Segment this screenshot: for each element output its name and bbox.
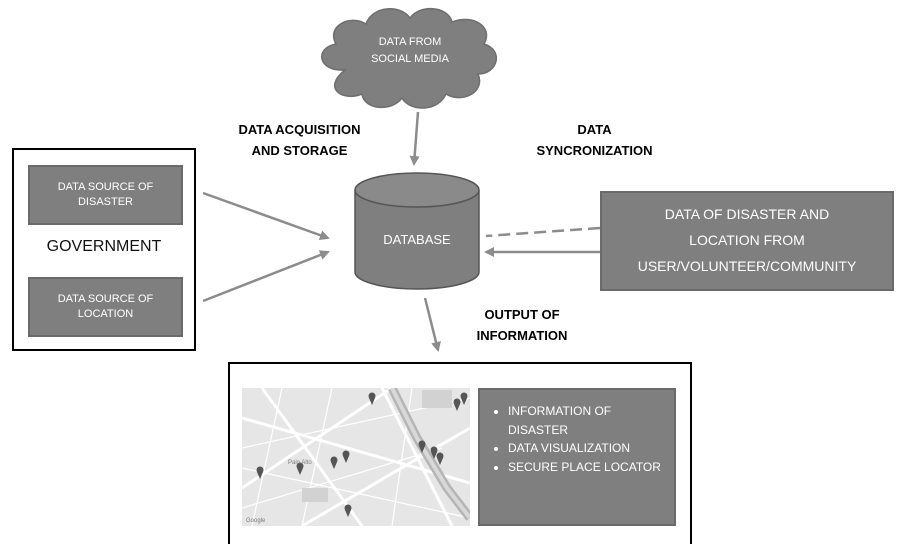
arrow-location-to-db bbox=[202, 250, 330, 303]
arrow-social-to-db bbox=[409, 111, 420, 166]
government-panel: DATA SOURCE OF DISASTER GOVERNMENT DATA … bbox=[12, 148, 196, 351]
cloud-text: DATA FROM SOCIAL MEDIA bbox=[371, 36, 449, 65]
map-graphic: Palo Alto Google bbox=[242, 388, 470, 526]
user-volunteer-community-box: DATA OF DISASTER AND LOCATION FROM USER/… bbox=[600, 191, 894, 291]
information-list-box: INFORMATION OF DISASTER DATA VISUALIZATI… bbox=[478, 388, 676, 526]
database-cylinder bbox=[354, 172, 480, 290]
dashed-sync-line bbox=[485, 226, 601, 238]
map-place-label: Palo Alto bbox=[288, 460, 312, 466]
arrow-disaster-to-db bbox=[202, 191, 330, 240]
label-output-of-information: OUTPUT OF INFORMATION bbox=[476, 307, 568, 344]
database-label: DATABASE bbox=[383, 232, 451, 247]
map-brand-label: Google bbox=[246, 518, 266, 524]
list-item: SECURE PLACE LOCATOR bbox=[508, 458, 664, 477]
government-title: GOVERNMENT bbox=[46, 238, 162, 255]
output-panel: Palo Alto Google INFORMATION OF DISASTER… bbox=[228, 362, 692, 544]
arrow-db-to-output bbox=[423, 297, 441, 352]
list-item: INFORMATION OF DISASTER bbox=[508, 402, 664, 439]
cloud-shape bbox=[321, 8, 498, 109]
label-data-sync: DATA SYNCRONIZATION bbox=[536, 122, 653, 159]
map-image: Palo Alto Google bbox=[242, 388, 470, 526]
information-list: INFORMATION OF DISASTER DATA VISUALIZATI… bbox=[494, 402, 664, 476]
label-data-acquisition: DATA ACQUISITION AND STORAGE bbox=[238, 122, 361, 159]
data-source-location-box: DATA SOURCE OF LOCATION bbox=[28, 277, 183, 337]
list-item: DATA VISUALIZATION bbox=[508, 439, 664, 458]
data-source-disaster-box: DATA SOURCE OF DISASTER bbox=[28, 165, 183, 225]
